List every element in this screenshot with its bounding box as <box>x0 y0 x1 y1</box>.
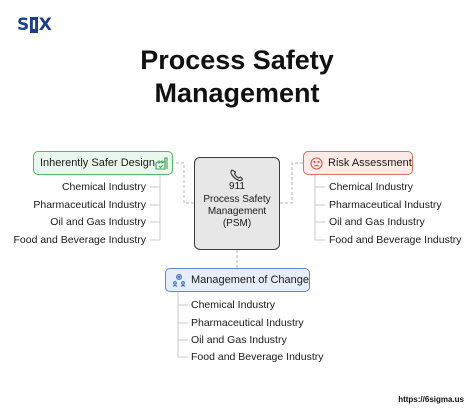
logo-letter-s: S <box>17 15 29 35</box>
center-number: 911 <box>229 181 245 192</box>
list-item: Chemical Industry <box>329 181 414 193</box>
logo-letter-x: X <box>38 15 52 35</box>
list-item: Food and Beverage Industry <box>329 234 462 246</box>
center-label: Process Safety Management (PSM) <box>203 194 271 229</box>
list-item: Food and Beverage Industry <box>13 234 146 246</box>
list-item: Oil and Gas Industry <box>191 334 287 346</box>
factory-check-icon <box>155 156 169 170</box>
node-risk-assessment: Risk Assessment <box>303 151 413 175</box>
title-line-2: Management <box>154 78 320 108</box>
node-inherently-safer-design: Inherently Safer Design <box>33 151 173 175</box>
logo-letter-i: I <box>29 17 38 33</box>
center-node-psm: 911 Process Safety Management (PSM) <box>194 157 280 250</box>
list-item: Food and Beverage Industry <box>191 351 324 363</box>
phone-icon <box>229 168 245 186</box>
source-url[interactable]: https://6sigma.us <box>398 395 464 404</box>
list-item: Chemical Industry <box>61 181 146 193</box>
list-item: Pharmaceutical Industry <box>33 199 146 211</box>
list-item: Pharmaceutical Industry <box>191 317 304 329</box>
list-item: Chemical Industry <box>191 299 276 311</box>
node-label: Risk Assessment <box>328 157 412 169</box>
connector-center-left <box>173 162 194 204</box>
list-item: Oil and Gas Industry <box>50 216 146 228</box>
bracket-left <box>150 175 161 241</box>
gears-people-icon <box>172 273 186 287</box>
node-label: Management of Change <box>191 274 310 286</box>
page-title: Process Safety Management <box>0 44 474 110</box>
bracket-right <box>314 175 325 241</box>
bracket-bottom <box>177 292 188 358</box>
node-management-of-change: Management of Change <box>165 268 310 292</box>
node-label: Inherently Safer Design <box>40 157 155 169</box>
list-item: Pharmaceutical Industry <box>329 199 442 211</box>
list-item: Oil and Gas Industry <box>329 216 425 228</box>
title-line-1: Process Safety <box>140 45 334 75</box>
worried-face-icon <box>310 156 323 170</box>
connector-center-right <box>280 162 303 204</box>
